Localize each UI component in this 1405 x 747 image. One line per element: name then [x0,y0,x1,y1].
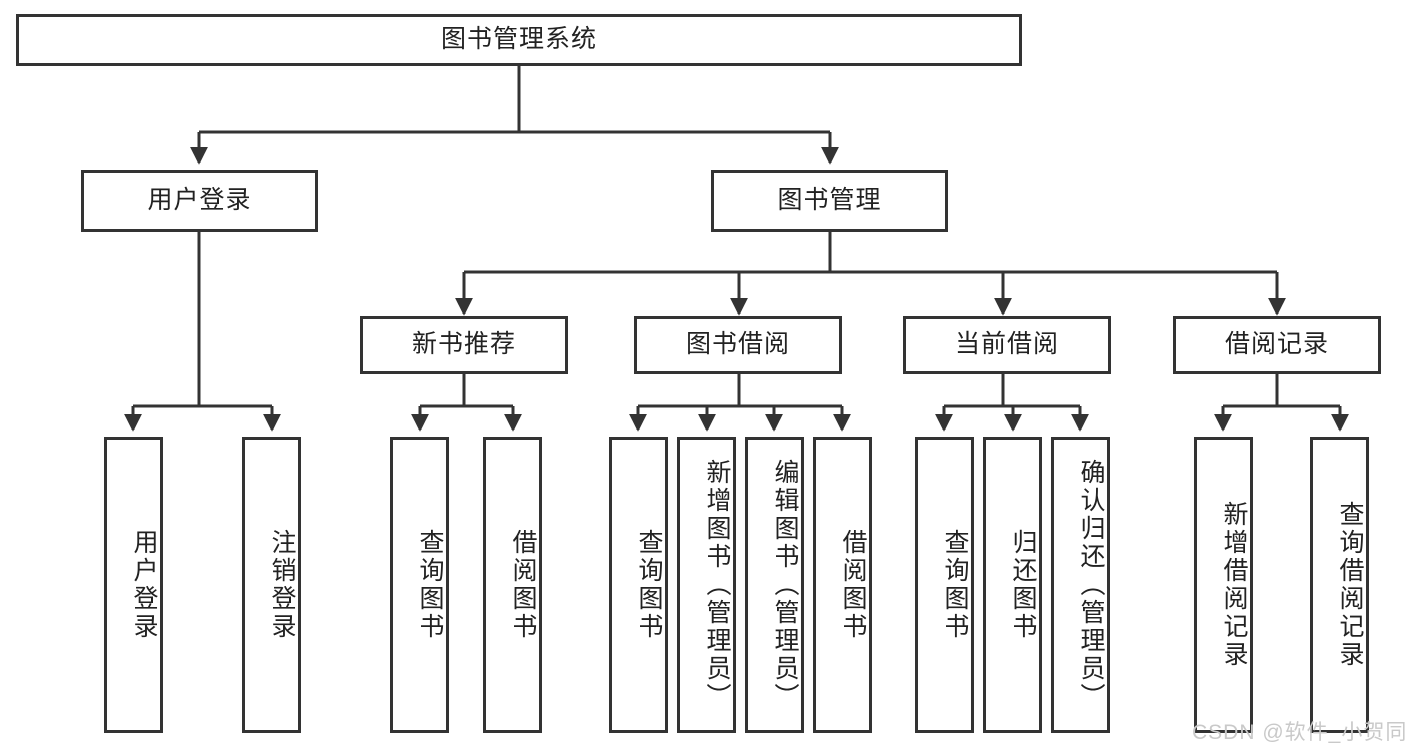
node-new-book-recommend[interactable]: 新书推荐 [360,316,568,374]
leaf-book-borrow-query[interactable]: 查询图书 [609,437,668,733]
leaf-user-login-login[interactable]: 用户登录 [104,437,163,733]
leaf-current-borrow-confirm-return[interactable]: 确认归还（管理员） [1051,437,1110,733]
node-new-book-recommend-label: 新书推荐 [411,330,516,359]
node-book-management[interactable]: 图书管理 [711,170,948,232]
watermark: CSDN @软件_小贺同学 [1192,721,1405,744]
leaf-new-book-query[interactable]: 查询图书 [390,437,449,733]
leaf-label: 用户登录 [130,529,158,641]
leaf-label: 查询图书 [635,529,663,641]
leaf-label: 查询图书 [941,529,969,641]
leaf-user-login-logout[interactable]: 注销登录 [242,437,301,733]
leaf-label: 新增图书（管理员） [703,459,731,711]
leaf-label: 确认归还（管理员） [1077,459,1105,711]
leaf-new-book-borrow[interactable]: 借阅图书 [483,437,542,733]
leaf-book-borrow-add[interactable]: 新增图书（管理员） [677,437,736,733]
leaf-current-borrow-query[interactable]: 查询图书 [915,437,974,733]
node-borrow-record-label: 借阅记录 [1224,330,1329,359]
node-root[interactable]: 图书管理系统 [16,14,1022,66]
leaf-label: 编辑图书（管理员） [771,459,799,711]
leaf-label: 归还图书 [1009,529,1037,641]
leaf-current-borrow-return[interactable]: 归还图书 [983,437,1042,733]
node-borrow-record[interactable]: 借阅记录 [1173,316,1381,374]
leaf-label: 查询图书 [416,529,444,641]
node-current-borrow[interactable]: 当前借阅 [903,316,1111,374]
node-user-login[interactable]: 用户登录 [81,170,318,232]
leaf-borrow-record-query[interactable]: 查询借阅记录 [1310,437,1369,733]
leaf-label: 新增借阅记录 [1220,501,1248,669]
leaf-book-borrow-edit[interactable]: 编辑图书（管理员） [745,437,804,733]
leaf-label: 查询借阅记录 [1336,501,1364,669]
node-current-borrow-label: 当前借阅 [954,330,1059,359]
node-book-borrow[interactable]: 图书借阅 [634,316,842,374]
leaf-label: 注销登录 [268,529,296,641]
node-root-label: 图书管理系统 [440,25,597,54]
node-book-management-label: 图书管理 [777,186,882,215]
leaf-label: 借阅图书 [509,529,537,641]
node-book-borrow-label: 图书借阅 [685,330,790,359]
leaf-book-borrow-borrow[interactable]: 借阅图书 [813,437,872,733]
leaf-borrow-record-add[interactable]: 新增借阅记录 [1194,437,1253,733]
node-user-login-label: 用户登录 [147,186,252,215]
leaf-label: 借阅图书 [839,529,867,641]
